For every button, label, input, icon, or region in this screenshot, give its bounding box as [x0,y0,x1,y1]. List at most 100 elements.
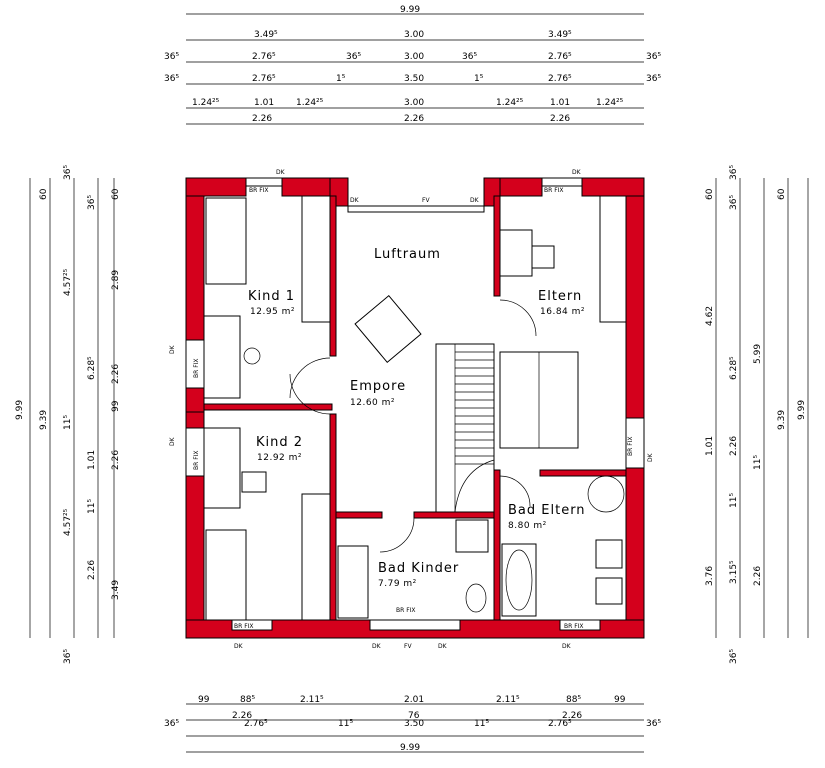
label-br-fix: BR FIX [544,187,564,194]
dim-top-r5: 2.26 [404,114,424,124]
dim-top-r1: 3.49⁵ [254,30,278,40]
room-name-luftraum: Luftraum [374,247,441,262]
dim-right-a: 3.76 [705,566,715,586]
dim-left-b: 6.28⁵ [87,356,97,380]
dim-bottom-r1: 99 [614,695,626,705]
dim-bottom-r3: 2.76⁵ [244,719,268,729]
dim-left-c: 2.26 [111,450,121,470]
dim-right-b: 36⁵ [729,195,739,210]
stair [435,343,495,513]
dim-right-b: 11⁵ [729,493,739,508]
dim-left-c: 99 [111,400,121,412]
dim-bottom-r1: 2.01 [404,695,424,705]
dim-top-r3: 2.76⁵ [252,74,276,84]
dim-right-b: 60 [705,188,715,200]
label-fv: FV [422,197,430,204]
dim-top-r5: 2.26 [550,114,570,124]
room-area-bad-kinder: 7.79 m² [378,579,417,589]
dim-left-c: 2.26 [87,560,97,580]
label-dk: DK [276,169,286,176]
dim-top-r3: 36⁵ [164,74,179,84]
dimension-text: 9.99 3.49⁵ 3.00 3.49⁵ 36⁵ 2.76⁵ 36⁵ 3.00… [15,5,807,753]
dim-left-c: 1.01 [87,450,97,470]
room-name-kind2: Kind 2 [256,435,303,450]
dim-right-total: 9.99 [797,400,807,420]
dim-right-c: 5.99 [753,344,763,364]
dim-bottom-r3: 36⁵ [646,719,661,729]
dim-left-a: 36⁵ [63,649,73,664]
dim-bottom-r2: 2.26 [562,711,582,721]
dim-top-r2: 36⁵ [164,52,179,62]
dim-bottom-r3: 11⁵ [338,719,353,729]
label-fv: FV [404,643,412,650]
dim-bottom-r1: 2.11⁵ [300,695,324,705]
room-area-empore: 12.60 m² [350,398,395,408]
dim-top-r4: 1.24²⁵ [192,98,220,108]
dim-bottom-r1: 99 [198,695,210,705]
dim-right-b: 2.26 [729,436,739,456]
dim-top-r4: 1.24²⁵ [296,98,324,108]
dim-top-r3: 1⁵ [474,74,484,84]
dim-bottom-r1: 88⁵ [566,695,581,705]
furniture [203,195,627,621]
window-strips [185,177,645,631]
window-labels: DK BR FIX DK BR FIX DK FV DK DK BR FIX D… [169,169,654,650]
dim-top-r3: 36⁵ [646,74,661,84]
dim-top-r2: 2.76⁵ [252,52,276,62]
room-area-kind1: 12.95 m² [250,307,295,317]
dim-right-a: 36⁵ [729,165,739,180]
dim-top-r2: 36⁵ [462,52,477,62]
room-name-kind1: Kind 1 [248,289,295,304]
label-dk: DK [169,436,176,446]
label-dk: DK [350,197,360,204]
dim-top-r4: 1.24²⁵ [496,98,524,108]
dim-left-a: 4.57²⁵ [63,268,73,296]
room-name-bad-kinder: Bad Kinder [378,561,459,576]
dim-right-b: 3.15⁵ [729,560,739,584]
dim-right-a: 36⁵ [729,649,739,664]
dim-left-b: 60 [39,188,49,200]
label-dk: DK [572,169,582,176]
dim-right-b: 6.28⁵ [729,356,739,380]
dim-right-inner: 9.39 [777,410,787,430]
dim-left-b: 36⁵ [87,195,97,210]
dim-top-r2: 3.00 [404,52,424,62]
room-name-bad-eltern: Bad Eltern [508,503,586,518]
label-br-fix: BR FIX [234,623,254,630]
door-arcs [289,299,537,553]
room-labels: Luftraum Kind 1 12.95 m² Eltern 16.84 m²… [248,247,586,589]
label-dk: DK [647,452,654,462]
dim-top-r4: 1.01 [254,98,274,108]
dim-bottom-r3: 36⁵ [164,719,179,729]
dim-left-c: 2.89 [111,270,121,290]
dim-bottom-r3: 2.76⁵ [548,719,572,729]
label-br-fix: BR FIX [193,450,200,470]
dim-left-a: 4.57²⁵ [63,508,73,536]
dim-left-total: 9.99 [15,400,25,420]
label-br-fix: BR FIX [627,436,634,456]
dim-top-r2: 2.76⁵ [548,52,572,62]
label-dk: DK [234,643,244,650]
dim-right-c: 11⁵ [753,455,763,470]
dim-top-total: 9.99 [400,5,420,15]
dim-bottom-r2: 2.26 [232,711,252,721]
dim-top-r2: 36⁵ [346,52,361,62]
dim-left-c: 2.26 [111,364,121,384]
dim-top-r1: 3.00 [404,30,424,40]
dim-top-r3: 1⁵ [336,74,346,84]
label-br-fix: BR FIX [564,623,584,630]
dim-left-c: 11⁵ [87,499,97,514]
label-br-fix: BR FIX [396,607,416,614]
dim-bottom-r1: 88⁵ [240,695,255,705]
dim-right-a: 1.01 [705,436,715,456]
dim-bottom-total: 9.99 [400,743,420,753]
dim-left-inner: 9.39 [39,410,49,430]
dim-bottom-r1: 2.11⁵ [496,695,520,705]
dim-top-r3: 2.76⁵ [548,74,572,84]
room-area-bad-eltern: 8.80 m² [508,521,547,531]
label-dk: DK [372,643,382,650]
dim-left-a: 11⁵ [63,415,73,430]
dim-right-a: 4.62 [705,306,715,326]
dim-bottom-r2: 76 [408,711,420,721]
